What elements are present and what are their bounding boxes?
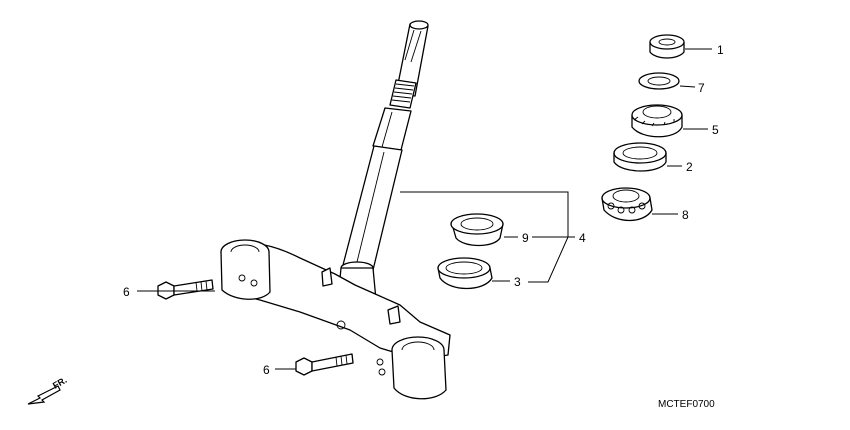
diagram-code: MCTEF0700	[658, 399, 715, 410]
callout-9: 9	[522, 231, 529, 245]
lock-washer	[638, 72, 680, 90]
callout-7: 7	[698, 81, 705, 95]
front-arrow-icon	[27, 385, 61, 405]
bolt-upper	[157, 279, 214, 300]
leader-lines	[137, 48, 712, 370]
callout-6-upper: 6	[123, 285, 130, 299]
upper-bearing-race	[613, 142, 667, 172]
steering-stem	[337, 20, 429, 307]
callout-1: 1	[717, 43, 724, 57]
callout-4: 4	[579, 231, 586, 245]
front-direction-label: FR.	[51, 375, 69, 391]
adjusting-locknut	[631, 104, 683, 138]
callout-6-lower: 6	[263, 363, 270, 377]
dust-seal	[450, 213, 504, 247]
callout-3: 3	[514, 275, 521, 289]
stem-nut	[649, 34, 685, 59]
lower-bearing-race	[437, 257, 493, 290]
bottom-bridge	[220, 239, 451, 400]
steering-bearing	[601, 187, 653, 222]
callout-5: 5	[712, 123, 719, 137]
callout-8: 8	[682, 208, 689, 222]
bolt-lower	[295, 353, 354, 376]
callout-2: 2	[686, 160, 693, 174]
